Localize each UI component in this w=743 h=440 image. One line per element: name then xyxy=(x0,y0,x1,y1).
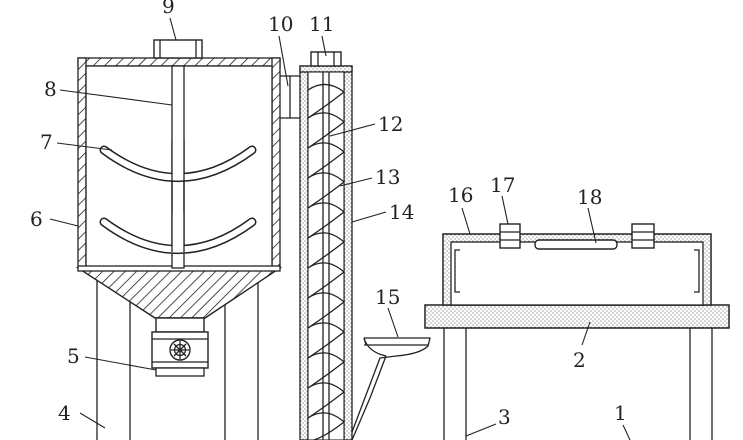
callout-labels: 9 10 11 8 7 6 5 4 12 13 14 15 16 17 18 2… xyxy=(30,0,627,429)
callout-13: 13 xyxy=(375,165,400,189)
callout-2: 2 xyxy=(573,348,586,372)
table-top-plate xyxy=(424,304,730,329)
callout-4: 4 xyxy=(58,401,71,425)
discharge-valve xyxy=(151,317,209,377)
callout-5: 5 xyxy=(67,344,80,368)
callout-16: 16 xyxy=(448,183,473,207)
box-slot xyxy=(534,239,618,250)
worktable-legs xyxy=(443,328,713,440)
callout-8: 8 xyxy=(44,77,57,101)
box-clamps xyxy=(499,223,655,249)
upper-box xyxy=(442,233,712,306)
callout-10: 10 xyxy=(268,12,293,36)
callout-18: 18 xyxy=(577,185,602,209)
callout-6: 6 xyxy=(30,207,43,231)
connecting-pipe xyxy=(280,75,300,119)
tank-support-legs xyxy=(96,280,259,440)
callout-3: 3 xyxy=(498,405,511,429)
helical-screw-blade xyxy=(307,83,345,440)
callout-12: 12 xyxy=(378,112,403,136)
screw-motor xyxy=(310,51,342,67)
leader-lines xyxy=(49,17,631,440)
callout-17: 17 xyxy=(490,173,515,197)
feed-hopper xyxy=(351,337,431,440)
stirring-blades xyxy=(99,140,257,254)
callout-7: 7 xyxy=(40,130,53,154)
callout-15: 15 xyxy=(375,285,400,309)
callout-1: 1 xyxy=(614,401,627,425)
callout-9: 9 xyxy=(162,0,175,18)
screw-conveyor-tube xyxy=(299,65,353,440)
callout-14: 14 xyxy=(389,200,414,224)
top-motor xyxy=(153,39,203,59)
callout-11: 11 xyxy=(309,12,334,36)
